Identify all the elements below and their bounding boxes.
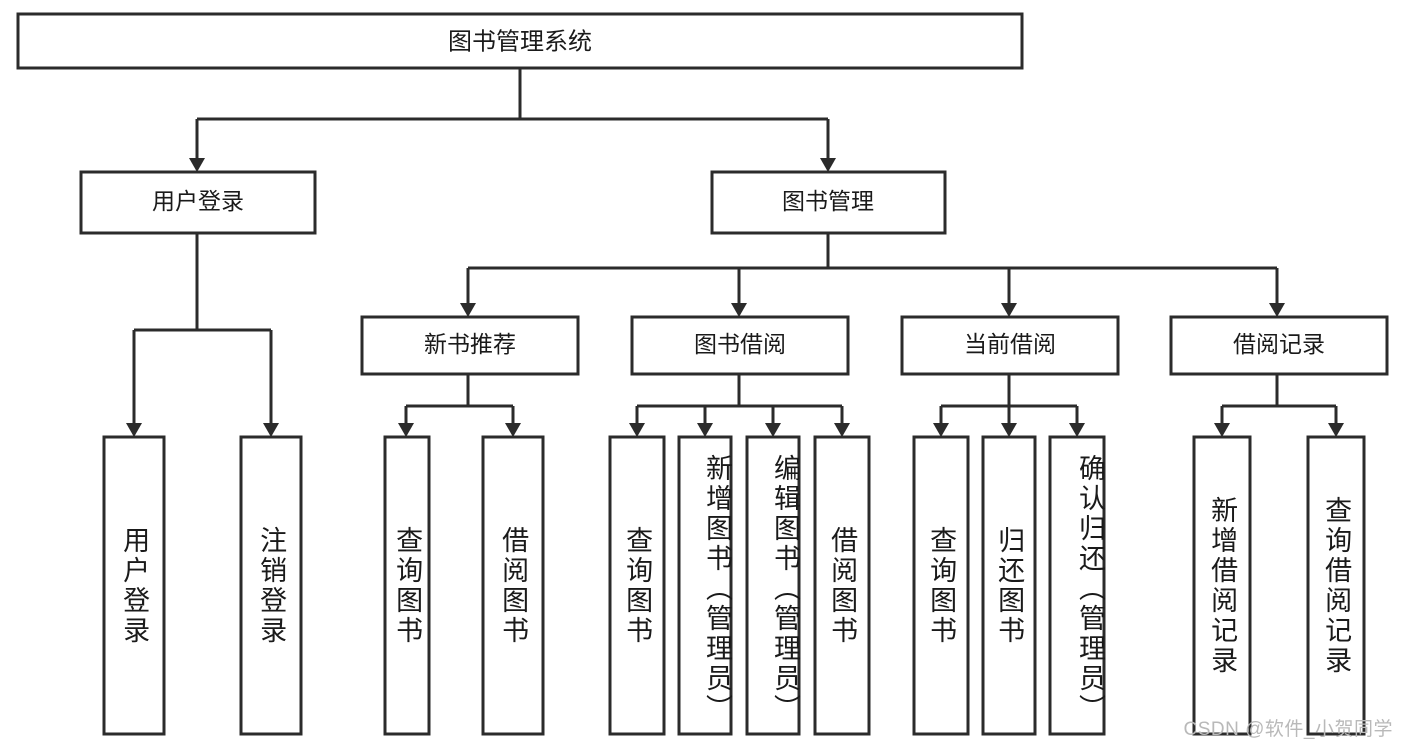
- node-user-login[interactable]: 用户登录: [79, 170, 317, 235]
- node-current-borrow[interactable]: 当前借阅: [900, 315, 1120, 376]
- csdn-watermark: CSDN @软件_小贺同学: [1183, 719, 1393, 740]
- node-borrow-record[interactable]: 借阅记录: [1169, 315, 1389, 376]
- leaf-box-logout[interactable]: [239, 435, 303, 736]
- arrowhead-borrow-record: [1269, 303, 1285, 317]
- connector-group-book-borrow: [629, 374, 850, 437]
- node-user-login-label: 用户登录: [152, 188, 244, 214]
- arrowhead-book-mgmt: [820, 158, 836, 172]
- leaf-box-confirm-return[interactable]: [1048, 435, 1106, 736]
- node-current-borrow-box[interactable]: [900, 315, 1120, 376]
- node-book-borrow[interactable]: 图书借阅: [630, 315, 850, 376]
- node-borrow-record-label: 借阅记录: [1233, 331, 1325, 357]
- arrowhead-leaf-user-login: [126, 423, 142, 437]
- connector-group-new-book-rec: [398, 374, 521, 437]
- connector-group-user-login: [126, 233, 279, 437]
- node-new-book-recommend-box[interactable]: [360, 315, 580, 376]
- leaf-box-add-record[interactable]: [1192, 435, 1252, 736]
- node-new-book-recommend-label: 新书推荐: [424, 331, 516, 357]
- arrowhead-borrowrecord-l2: [1328, 423, 1344, 437]
- arrowhead-leaf-logout: [263, 423, 279, 437]
- node-book-management-label: 图书管理: [782, 188, 874, 214]
- node-new-book-recommend[interactable]: 新书推荐: [360, 315, 580, 376]
- node-current-borrow-label: 当前借阅: [964, 331, 1056, 357]
- connector-group-current-borrow: [933, 374, 1085, 437]
- connector-group-borrow-record: [1214, 374, 1344, 437]
- arrowhead-currentborrow-l3: [1069, 423, 1085, 437]
- leaf-box-return-book[interactable]: [981, 435, 1037, 736]
- arrowhead-currentborrow-l1: [933, 423, 949, 437]
- node-book-borrow-label: 图书借阅: [694, 331, 786, 357]
- arrowhead-bookborrow-l1: [629, 423, 645, 437]
- leaf-box-borrow-book-2[interactable]: [813, 435, 871, 736]
- node-book-management[interactable]: 图书管理: [710, 170, 947, 235]
- node-root-label: 图书管理系统: [448, 28, 592, 55]
- leaf-box-query-book-2[interactable]: [608, 435, 666, 736]
- arrowhead-currentborrow-l2: [1001, 423, 1017, 437]
- leaf-boxes: [102, 435, 1366, 736]
- arrowhead-newbook-l1: [398, 423, 414, 437]
- node-borrow-record-box[interactable]: [1169, 315, 1389, 376]
- leaf-box-query-book-3[interactable]: [912, 435, 970, 736]
- arrowhead-bookborrow-l3: [765, 423, 781, 437]
- leaf-box-edit-book[interactable]: [745, 435, 801, 736]
- arrowhead-newbook-l2: [505, 423, 521, 437]
- arrowhead-new-book-rec: [460, 303, 476, 317]
- connector-group-book-mgmt: [460, 233, 1285, 317]
- arrowhead-borrowrecord-l1: [1214, 423, 1230, 437]
- node-book-borrow-box[interactable]: [630, 315, 850, 376]
- leaf-box-query-record[interactable]: [1306, 435, 1366, 736]
- connector-group-root: [189, 68, 836, 172]
- leaf-box-add-book[interactable]: [677, 435, 733, 736]
- node-user-login-box[interactable]: [79, 170, 317, 235]
- arrowhead-bookborrow-l4: [834, 423, 850, 437]
- leaf-box-borrow-book-1[interactable]: [481, 435, 545, 736]
- arrowhead-bookborrow-l2: [697, 423, 713, 437]
- arrowhead-book-borrow: [731, 303, 747, 317]
- leaf-box-query-book-1[interactable]: [383, 435, 431, 736]
- node-root[interactable]: 图书管理系统: [16, 12, 1024, 70]
- arrowhead-current-borrow: [1001, 303, 1017, 317]
- leaf-box-user-login[interactable]: [102, 435, 166, 736]
- node-root-box[interactable]: [16, 12, 1024, 70]
- arrowhead-user-login: [189, 158, 205, 172]
- node-book-management-box[interactable]: [710, 170, 947, 235]
